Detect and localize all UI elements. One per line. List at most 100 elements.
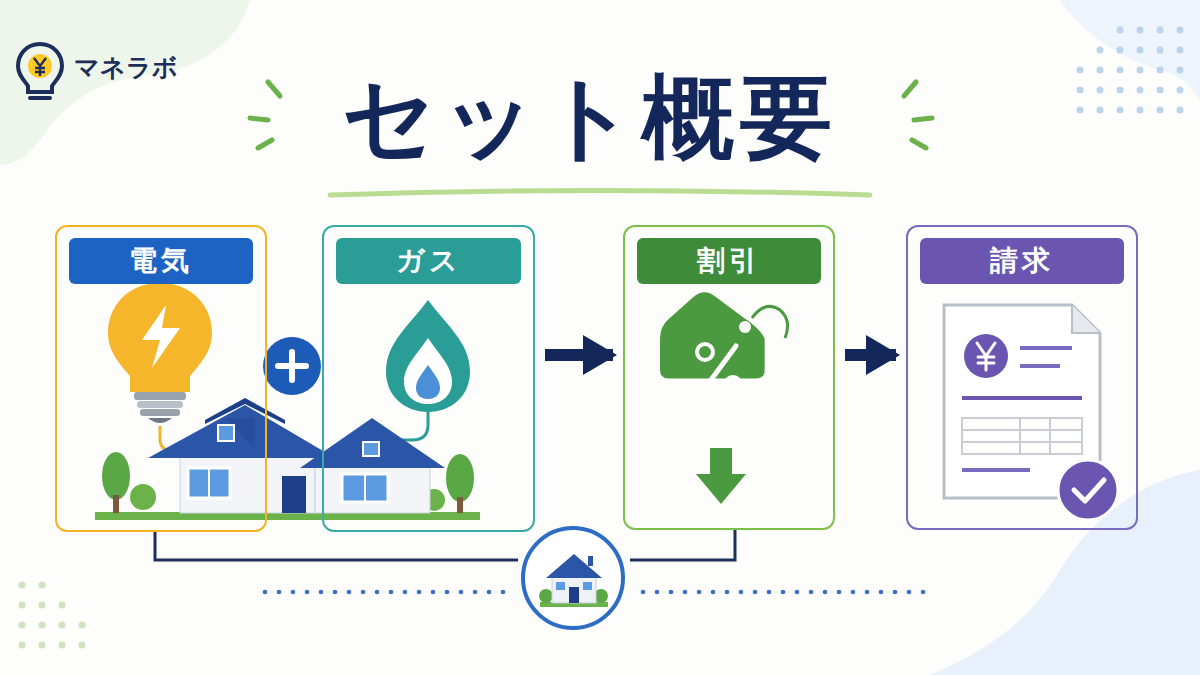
dotted-line [277,590,282,595]
flame-icon [400,412,428,440]
dot-grid [1177,87,1184,94]
flame-icon [404,338,452,404]
dot-grid [1157,87,1164,94]
plus-symbol [263,337,321,395]
dotted-line [767,590,772,595]
down-arrow [696,448,746,504]
dotted-line [655,590,660,595]
dot-grid [1157,107,1164,114]
dotted-line [375,590,380,595]
bottom-bracket [155,532,518,560]
dotted-line [753,590,758,595]
title-underline [330,191,870,196]
process-box: ガス [322,225,535,532]
house-illustration [205,398,285,424]
dot-grid [1077,27,1184,114]
dot-grid [1137,47,1144,54]
discount-tag [725,377,741,393]
logo-text: マネラボ [74,52,178,82]
dot-grid [39,642,46,649]
dotted-line [781,590,786,595]
dotted-line [865,590,870,595]
dotted-line [669,590,674,595]
dotted-line [347,590,352,595]
invoice-icon [962,396,1082,400]
dotted-line [291,590,296,595]
dotted-line [487,590,492,595]
house-illustration [208,468,210,498]
dot-grid [1077,67,1084,74]
home-circle [523,528,623,628]
dot-grid [1117,107,1124,114]
invoice-icon [944,305,1118,520]
house-illustration [218,425,234,441]
dotted-line [501,590,506,595]
logo-bulb [34,58,46,76]
bulb-icon [142,305,180,368]
box-heading: ガス [336,238,521,284]
dotted-line [907,590,912,595]
title-accent [268,82,280,96]
dotted-line [417,590,422,595]
dot-grid [19,622,26,629]
invoice-icon [962,468,1030,472]
box-heading: 割引 [637,238,821,284]
dot-grid [1117,67,1124,74]
dot-grid [39,622,46,629]
title-accent [914,118,932,120]
dot-grid [1097,107,1104,114]
logo-bulb [30,96,50,100]
house-illustration [130,484,156,510]
dot-grid [19,602,26,609]
dotted-line [263,590,268,595]
dotted-line [333,590,338,595]
dot-grid [1157,47,1164,54]
flame-icon [386,300,470,412]
dotted-line [641,590,646,595]
invoice-icon [1072,305,1100,333]
title-accent [912,140,926,148]
dot-grid [1177,67,1184,74]
dotted-line [921,590,926,595]
discount-tag [697,344,713,360]
home-circle [583,582,592,590]
dot-grid [1157,67,1164,74]
invoice-icon [962,429,1082,431]
house-illustration [446,454,474,502]
dot-grid [1137,107,1144,114]
invoice-icon [1019,418,1021,454]
invoice-icon [1058,460,1118,520]
home-circle [556,582,565,590]
dotted-line [431,590,436,595]
invoice-icon [964,334,1008,378]
invoice-icon [1020,346,1072,350]
title-accent [250,118,268,120]
bulb-icon [108,283,212,452]
bulb-icon [137,401,183,408]
dotted-line [837,590,842,595]
dot-grid [1117,47,1124,54]
dotted-line [459,590,464,595]
dot-grid [1097,47,1104,54]
title-underline [330,191,870,196]
box-heading: 請求 [920,238,1124,284]
bulb-icon [108,283,212,392]
dot-grid [19,582,86,649]
dot-grid [19,582,26,589]
dot-grid [1117,87,1124,94]
flame-icon [386,300,470,440]
dotted-line [725,590,730,595]
background-blob [1060,0,1200,100]
dotted-line [697,590,702,595]
bottom-bracket [630,530,735,560]
house-illustration [102,452,130,500]
house-illustration [457,497,463,513]
invoice-icon [1020,364,1060,368]
house-illustration [113,495,119,513]
dotted-line [403,590,408,595]
dot-grid [19,642,26,649]
discount-tag [637,279,788,426]
bulb-icon [140,409,180,416]
dot-grid [1077,87,1084,94]
